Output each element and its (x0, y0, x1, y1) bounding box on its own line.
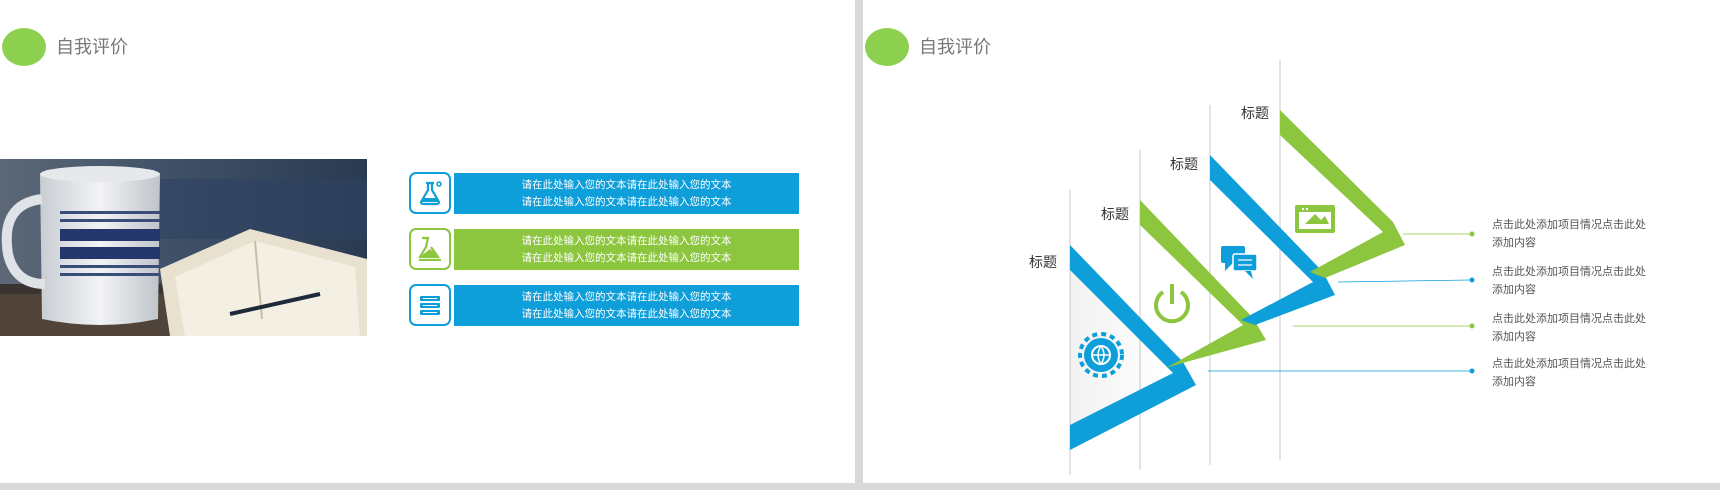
callout-line2: 添加内容 (1492, 283, 1536, 296)
slide-right: 自我评价 (863, 0, 1720, 483)
chevron-label-2: 标题 (1101, 207, 1129, 223)
slide-title: 自我评价 (919, 37, 991, 58)
connector-dot (1469, 231, 1475, 237)
title-dot (2, 28, 46, 66)
title-dot (865, 28, 909, 66)
chevron-label-4: 标题 (1241, 106, 1269, 122)
flask-icon (409, 172, 451, 214)
callout-line1: 点击此处添加项目情况点击此处 (1492, 312, 1646, 325)
connector-dot (1469, 368, 1475, 374)
callout-4: 点击此处添加项目情况点击此处 添加内容 (1492, 355, 1652, 391)
text-row-2: 请在此处输入您的文本请在此处输入您的文本 请在此处输入您的文本请在此处输入您的文… (409, 228, 799, 272)
slide-left: 自我评价 (0, 0, 855, 483)
power-icon (1154, 284, 1190, 324)
callout-3: 点击此处添加项目情况点击此处 添加内容 (1492, 310, 1652, 346)
stack-icon (409, 284, 451, 326)
row-text-line2: 请在此处输入您的文本请在此处输入您的文本 (521, 195, 732, 208)
coffee-book-photo (0, 159, 367, 336)
chevron-label-3: 标题 (1170, 157, 1198, 173)
row-text-line1: 请在此处输入您的文本请在此处输入您的文本 (521, 234, 732, 247)
row-text-line2: 请在此处输入您的文本请在此处输入您的文本 (521, 307, 732, 320)
row-text-line1: 请在此处输入您的文本请在此处输入您的文本 (521, 178, 732, 191)
chevron-diagram (1069, 60, 1475, 475)
text-bar-1: 请在此处输入您的文本请在此处输入您的文本 请在此处输入您的文本请在此处输入您的文… (454, 173, 799, 214)
text-row-3: 请在此处输入您的文本请在此处输入您的文本 请在此处输入您的文本请在此处输入您的文… (409, 284, 799, 328)
chat-icon (1221, 246, 1258, 279)
slide-title: 自我评价 (56, 37, 128, 58)
row-text-line2: 请在此处输入您的文本请在此处输入您的文本 (521, 251, 732, 264)
text-row-1: 请在此处输入您的文本请在此处输入您的文本 请在此处输入您的文本请在此处输入您的文… (409, 172, 799, 216)
monitor-icon (1295, 205, 1335, 233)
callout-line1: 点击此处添加项目情况点击此处 (1492, 357, 1646, 370)
text-bar-2: 请在此处输入您的文本请在此处输入您的文本 请在此处输入您的文本请在此处输入您的文… (454, 229, 799, 270)
callout-line2: 添加内容 (1492, 330, 1536, 343)
connector-dot (1469, 277, 1475, 283)
callout-line2: 添加内容 (1492, 375, 1536, 388)
row-text-line1: 请在此处输入您的文本请在此处输入您的文本 (521, 290, 732, 303)
gear-globe-icon (1078, 332, 1124, 378)
connector-dot (1469, 323, 1475, 329)
callout-line1: 点击此处添加项目情况点击此处 (1492, 265, 1646, 278)
callout-line2: 添加内容 (1492, 236, 1536, 249)
callout-2: 点击此处添加项目情况点击此处 添加内容 (1492, 263, 1652, 299)
callout-1: 点击此处添加项目情况点击此处 添加内容 (1492, 216, 1652, 252)
text-bar-3: 请在此处输入您的文本请在此处输入您的文本 请在此处输入您的文本请在此处输入您的文… (454, 285, 799, 326)
experiment-icon (409, 228, 451, 270)
chevron-label-1: 标题 (1029, 255, 1057, 271)
callout-line1: 点击此处添加项目情况点击此处 (1492, 218, 1646, 231)
